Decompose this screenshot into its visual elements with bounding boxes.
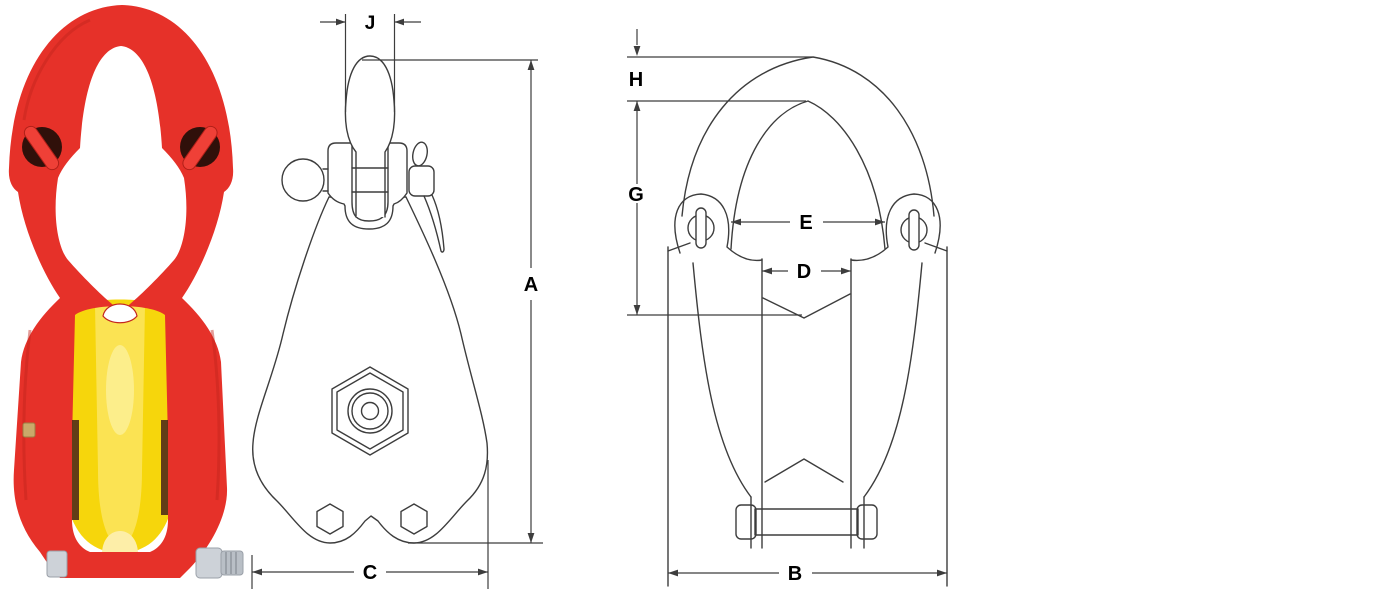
dimension-A: A xyxy=(362,59,543,544)
bail-inner xyxy=(730,100,886,250)
brass-pin xyxy=(22,422,36,438)
dimension-H: H xyxy=(627,29,812,102)
boss-left xyxy=(674,193,763,262)
slot-shadow-left xyxy=(72,420,79,520)
dim-label-G: G xyxy=(628,184,644,206)
axle-nut-right xyxy=(195,547,223,579)
boss-pin-right xyxy=(900,209,928,251)
bottom-hex-bolts xyxy=(316,503,428,535)
sheave-hex-nut xyxy=(331,366,409,456)
axle-hardware xyxy=(22,422,244,579)
center-slot xyxy=(750,258,865,549)
block-casting xyxy=(8,5,234,578)
dimension-G: G xyxy=(627,101,802,316)
cotter-pin-ring xyxy=(412,141,428,167)
boss-pins xyxy=(22,125,220,171)
dimension-E: E xyxy=(731,212,885,234)
axle-nut-left xyxy=(46,550,68,578)
dim-label-A: A xyxy=(524,274,538,296)
side-view-drawing: J A C xyxy=(250,0,560,596)
sheave-groove-bottom xyxy=(764,458,844,483)
dim-label-J: J xyxy=(365,13,376,34)
dim-label-H: H xyxy=(629,69,643,91)
eye-shank xyxy=(344,55,396,218)
sheave xyxy=(63,299,177,553)
clevis-pin xyxy=(281,141,445,253)
front-view-drawing: H G E D xyxy=(600,0,1000,596)
slot-shadow-right xyxy=(161,420,168,515)
side-plates xyxy=(667,242,948,587)
casting-shading xyxy=(22,18,221,501)
pin-left xyxy=(23,125,60,171)
dimension-C: C xyxy=(251,460,489,589)
dim-label-C: C xyxy=(363,562,377,584)
cotter-pin-tail xyxy=(423,194,445,253)
sheave-groove-notch xyxy=(102,303,138,324)
dimension-D: D xyxy=(762,261,851,283)
dim-label-D: D xyxy=(797,261,811,283)
dim-label-B: B xyxy=(788,563,802,585)
dimension-J: J xyxy=(320,13,421,112)
bail-outer xyxy=(681,56,935,217)
pin-collar xyxy=(408,165,435,197)
axle-thread-stub xyxy=(220,550,244,576)
product-photo xyxy=(0,0,250,596)
sheave-groove-top xyxy=(762,293,851,319)
pin-right xyxy=(182,125,218,171)
pin-ball-head xyxy=(281,158,325,202)
axle-bolt xyxy=(735,504,878,540)
dimension-B: B xyxy=(668,563,947,585)
boss-pin-left xyxy=(687,207,715,249)
dim-label-E: E xyxy=(799,212,812,234)
boss-right xyxy=(850,193,941,262)
thread-lines xyxy=(225,552,237,574)
